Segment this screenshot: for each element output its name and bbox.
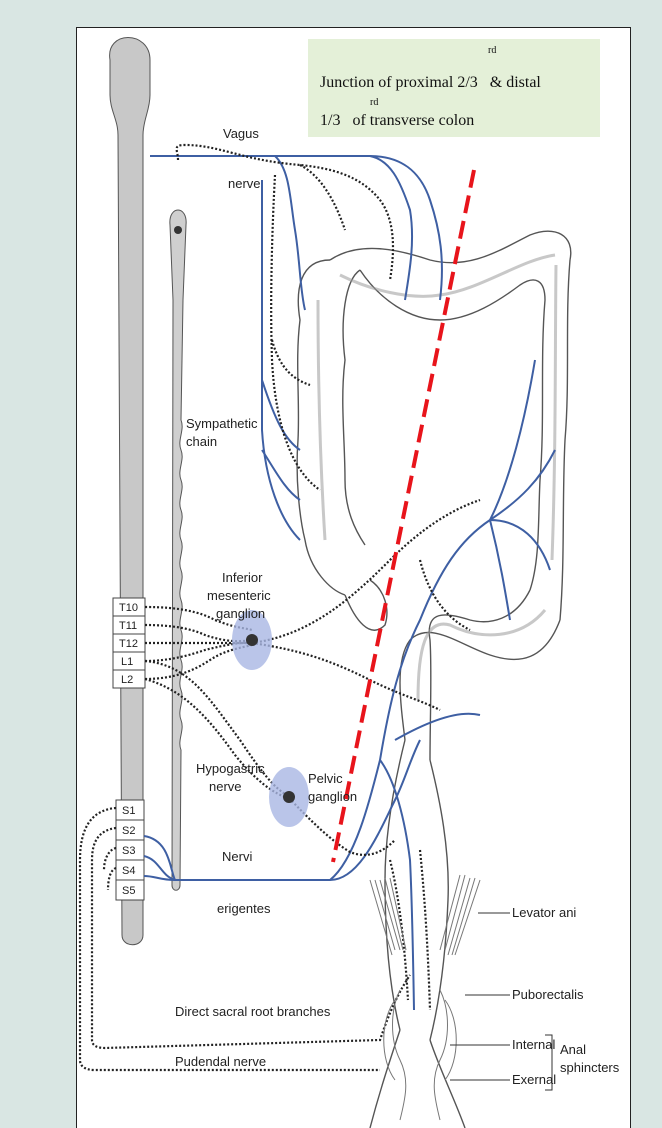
callout-line-2: 1/3 of transverse colon — [320, 112, 474, 130]
label-anal: Anal — [560, 1042, 586, 1057]
label-ganglion: ganglion — [216, 606, 265, 621]
label-erigentes: erigentes — [217, 901, 271, 916]
callout-superscript-1: rd — [488, 45, 496, 56]
label-nervi: Nervi — [222, 849, 252, 864]
sympathetic-chain-node — [174, 226, 182, 234]
segment-t11: T11 — [119, 620, 137, 632]
label-pudendal: Pudendal nerve — [175, 1054, 266, 1069]
label-levator-ani: Levator ani — [512, 905, 576, 920]
label-external: Exernal — [512, 1072, 556, 1087]
segment-s3: S3 — [122, 845, 135, 857]
segment-l1: L1 — [121, 656, 133, 668]
label-sphincters: sphincters — [560, 1060, 620, 1075]
callout-line-1-text: Junction of proximal 2/3 — [320, 74, 478, 91]
segment-s4: S4 — [122, 865, 135, 877]
pelvic-ganglion — [283, 791, 295, 803]
label-mesenteric: mesenteric — [207, 588, 271, 603]
label-internal: Internal — [512, 1037, 555, 1052]
junction-marker-line — [333, 170, 474, 862]
label-hypogastric-nerve: nerve — [209, 779, 242, 794]
callout-line-1: Junction of proximal 2/3 & distal — [320, 74, 541, 92]
label-vagus: Vagus — [223, 126, 259, 141]
label-direct-sacral: Direct sacral root branches — [175, 1004, 331, 1019]
label-vagus-nerve: nerve — [228, 176, 261, 191]
callout-line-1-tail: & distal — [490, 74, 541, 91]
segment-l2: L2 — [121, 674, 133, 686]
label-puborectalis: Puborectalis — [512, 987, 584, 1002]
segment-t12: T12 — [119, 638, 138, 650]
label-inferior: Inferior — [222, 570, 263, 585]
label-sympathetic: Sympathetic — [186, 416, 258, 431]
callout-superscript-2: rd — [370, 97, 378, 108]
label-pelvic-ganglion: ganglion — [308, 789, 357, 804]
junction-callout-box: rd Junction of proximal 2/3 & distal rd … — [308, 39, 600, 137]
inferior-mesenteric-ganglion — [246, 634, 258, 646]
pelvic-floor-muscles — [370, 875, 480, 1120]
segment-s1: S1 — [122, 805, 135, 817]
callout-line-2-text: 1/3 — [320, 112, 340, 129]
label-hypogastric: Hypogastric — [196, 761, 265, 776]
segment-s2: S2 — [122, 825, 135, 837]
sympathetic-chain — [170, 210, 186, 890]
label-chain: chain — [186, 434, 217, 449]
label-pelvic: Pelvic — [308, 771, 343, 786]
callout-line-2-tail: of transverse colon — [352, 112, 474, 129]
segment-s5: S5 — [122, 885, 135, 897]
segment-t10: T10 — [119, 602, 138, 614]
